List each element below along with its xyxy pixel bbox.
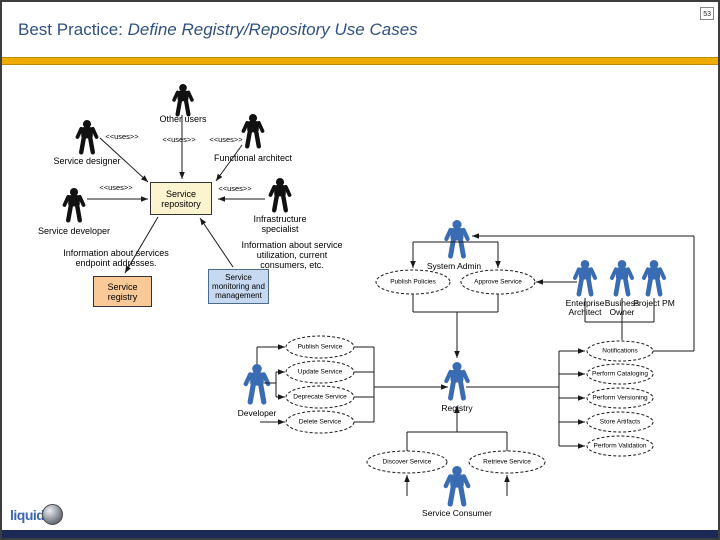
liquidhub-logo-text: liquid [10,506,45,523]
slide-title-prefix: Best Practice: [18,20,128,39]
actor-label-project-pm: Project PM [633,298,675,308]
actor-label-service-designer: Service designer [53,156,121,166]
actor-label-service-consumer: Service Consumer [422,508,492,518]
actor-label-functional-architect: Functional architect [213,153,293,163]
use-case-label-delete-service: Delete Service [298,418,342,426]
page-number: 53 [700,7,714,20]
actor-label-enterprise-architect: Enterprise Architect [565,298,605,317]
uses-stereotype-label: <<uses>> [99,183,133,192]
uses-stereotype-label: <<uses>> [218,184,252,193]
uses-stereotype-label: <<uses>> [209,135,243,144]
footer-bar [2,530,718,538]
use-case-label-approve-service: Approve Service [474,278,522,286]
actor-project-pm [641,260,667,297]
connector-line [199,217,234,268]
connector-line [215,144,243,182]
use-case-label-deprecate-service: Deprecate Service [293,393,347,401]
use-case-label-publish-service: Publish Service [297,343,343,351]
actor-developer [243,364,271,405]
use-case-label-perform-versioning: Perform Versioning [592,394,648,402]
slide-title-emphasis: Define Registry/Repository Use Cases [127,20,418,39]
use-case-label-discover-service: Discover Service [382,458,432,466]
service-repository-box: Service repository [150,182,212,215]
actor-label-service-developer: Service developer [37,226,111,236]
use-case-label-store-artifacts: Store Artifacts [599,418,641,426]
actor-label-registry: Registry [441,403,473,413]
actor-system-admin [444,220,470,259]
actor-service-designer [75,120,99,155]
use-case-label-publish-policies: Publish Policies [390,278,436,286]
uses-stereotype-label: <<uses>> [162,135,196,144]
actor-infrastructure-specialist [268,178,292,213]
use-case-label-retrieve-service: Retrieve Service [483,458,531,466]
uses-stereotype-label: <<uses>> [105,132,139,141]
service-registry-box: Service registry [93,276,152,307]
actor-label-other-users: Other users [159,114,207,124]
slide-title: Best Practice: Define Registry/Repositor… [18,20,418,40]
actor-business-owner [609,260,635,297]
liquidhub-globe-icon [42,504,64,525]
actor-label-infrastructure-specialist: Infrastructure specialist [253,214,307,234]
actor-label-business-owner: Business Owner [604,298,640,317]
use-case-label-update-service: Update Service [297,368,343,376]
actor-enterprise-architect [572,260,598,297]
service-monitoring-box: Service monitoring and management [208,269,269,304]
liquidhub-logo: liquid [10,504,64,525]
note-service-utilization: Information about service utilization, c… [241,240,343,270]
actor-registry [444,362,470,401]
actor-label-developer: Developer [237,408,277,418]
actor-service-consumer [443,466,471,507]
actor-other-users [172,84,194,117]
note-endpoint-addresses: Information about services endpoint addr… [63,248,169,268]
title-accent-bar [2,57,718,65]
use-case-label-notifications: Notifications [602,347,638,355]
use-case-label-perform-validation: Perform Validation [593,442,647,450]
use-case-label-perform-cataloging: Perform Cataloging [592,370,648,378]
actor-label-system-admin: System Admin [426,261,482,271]
actor-functional-architect [241,114,265,149]
actor-service-developer [62,188,86,223]
